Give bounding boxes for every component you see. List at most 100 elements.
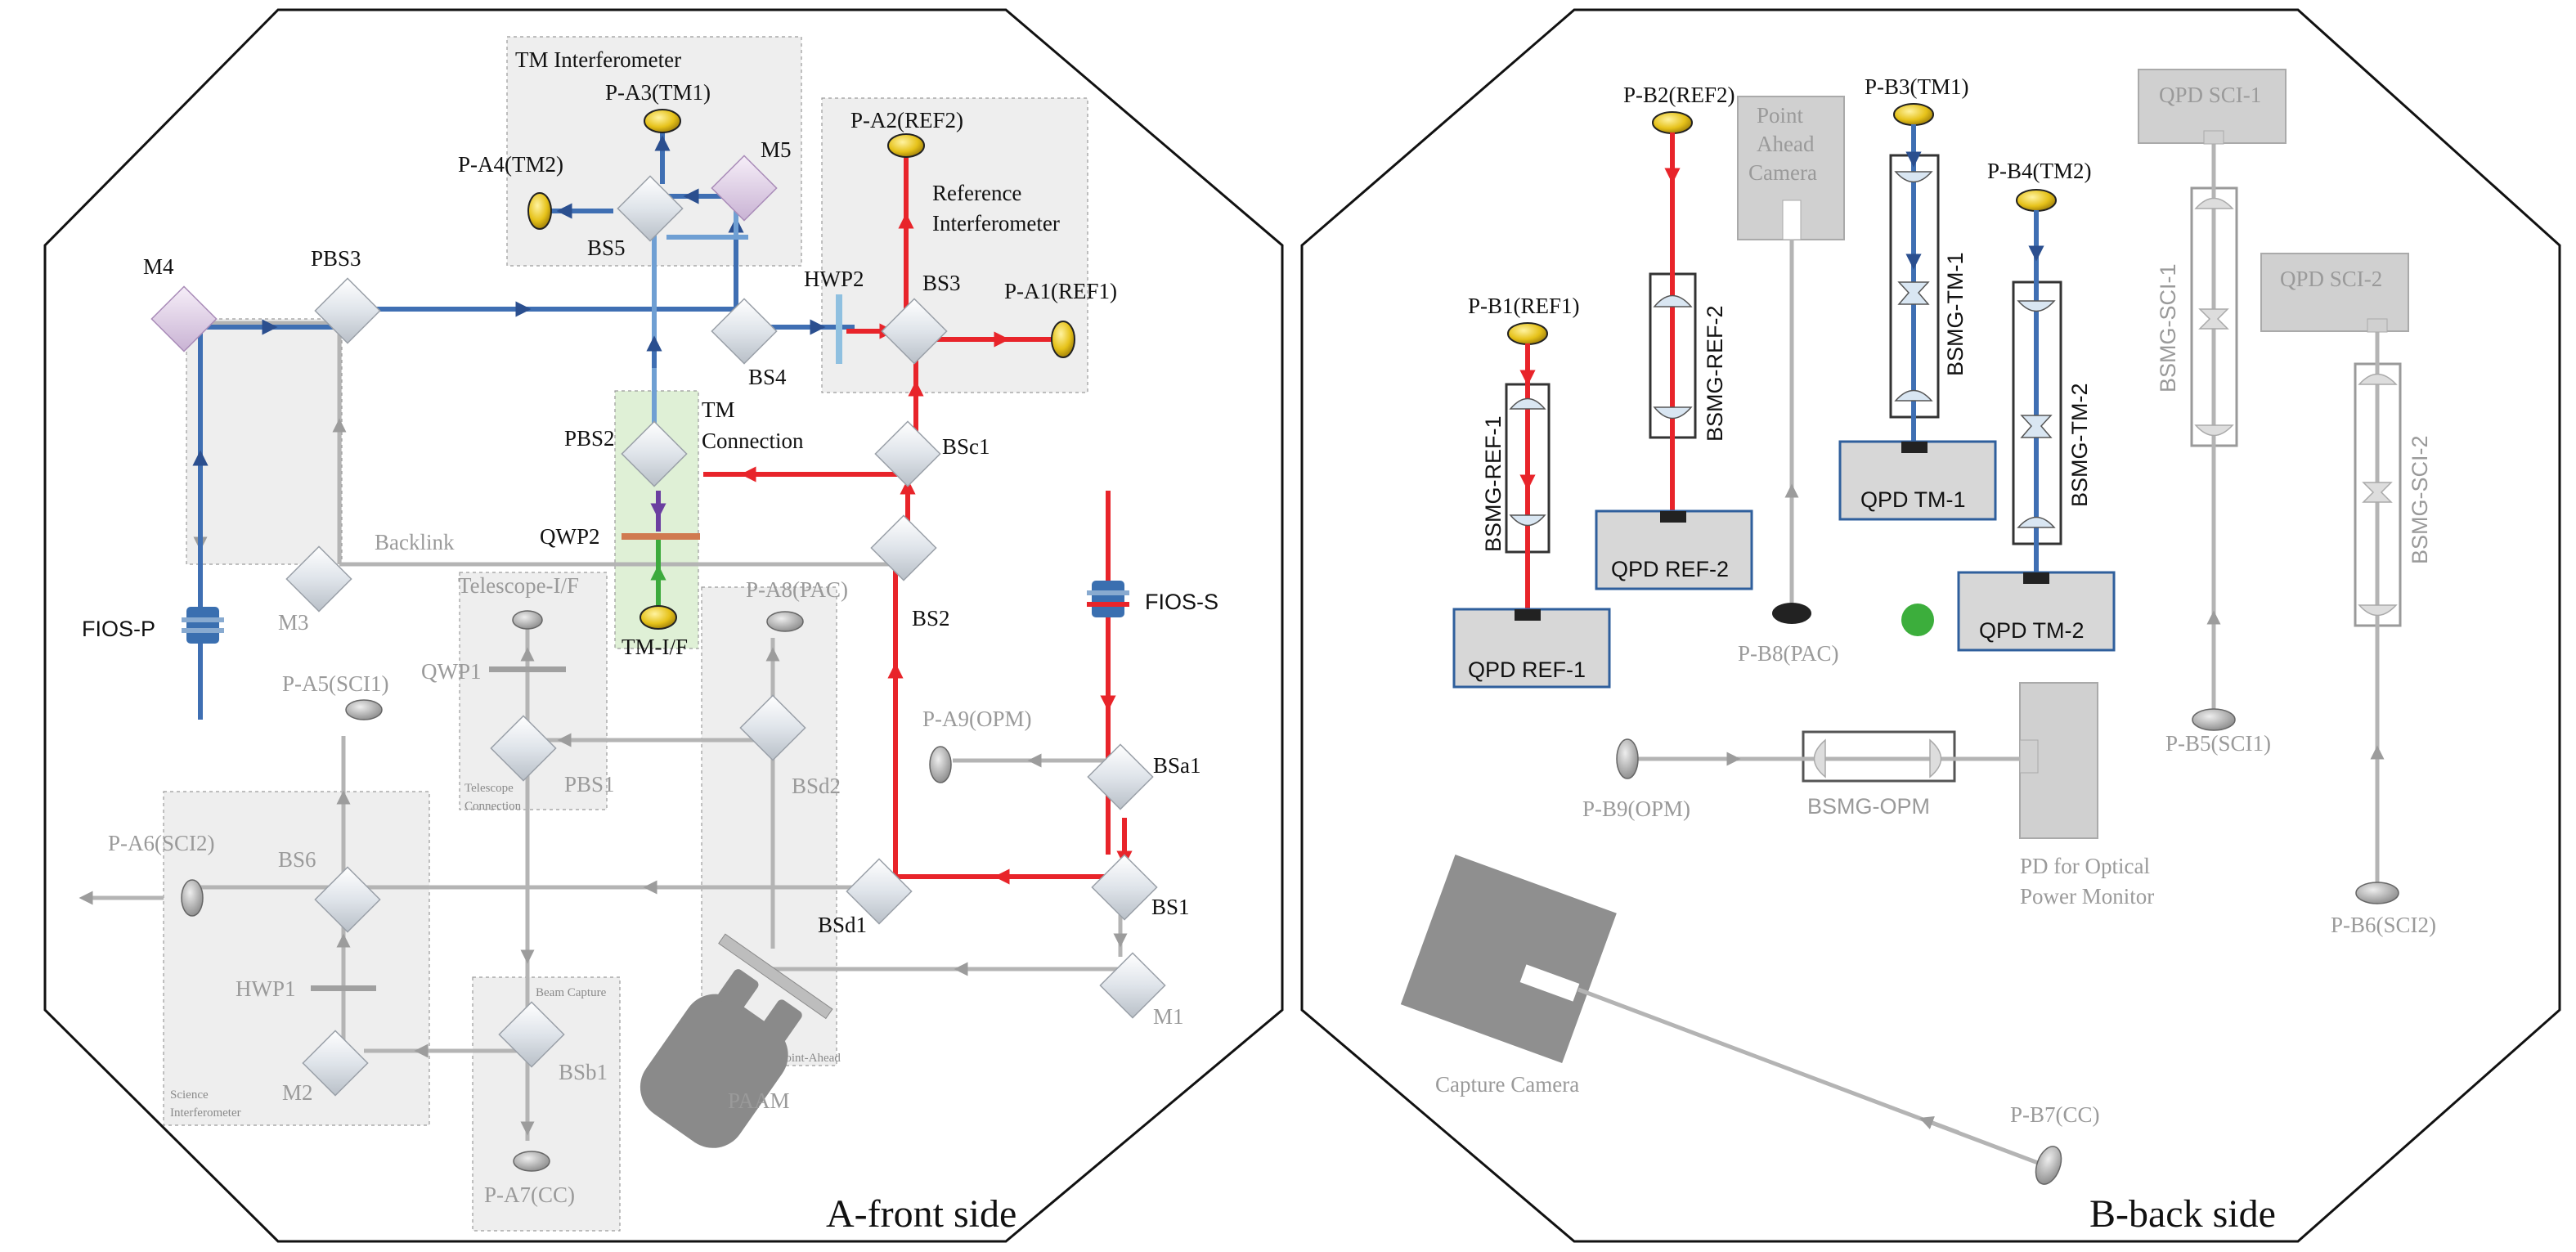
qpd-tm1-label: QPD TM-1: [1860, 487, 1966, 512]
pb5-photodiode: [2192, 708, 2236, 731]
tm1-lens-top: [1894, 171, 1933, 183]
fios-s-label: FIOS-S: [1145, 590, 1218, 614]
bsmg-opm-label: BSMG-OPM: [1807, 794, 1930, 819]
qpd-sci2-box: [2260, 253, 2409, 332]
pb3-photodiode: [1893, 103, 1934, 126]
pa7-photodiode: [513, 1151, 550, 1172]
backlink-zone: [186, 318, 343, 565]
m3-label: M3: [278, 610, 309, 635]
pb1-photodiode: [1507, 322, 1548, 345]
pb6-label: P-B6(SCI2): [2331, 913, 2436, 937]
pb2-photodiode: [1652, 111, 1693, 134]
ref2-lens-top: [1653, 294, 1693, 307]
tm-connection-label-2: Connection: [702, 429, 804, 453]
m4-mirror: [150, 285, 218, 352]
bsmg-sci2-label: BSMG-SCI-2: [2408, 435, 2432, 564]
bsd1-splitter: [846, 858, 913, 925]
opm-lens-left: [1813, 738, 1826, 779]
fios-p-fiber: [182, 607, 224, 644]
tm-if-photodiode: [640, 605, 677, 630]
pa1-photodiode: [1051, 321, 1075, 358]
pa8-photodiode: [766, 611, 804, 632]
tm1-lens-bottom: [1894, 389, 1933, 402]
pb7-label: P-B7(CC): [2010, 1102, 2100, 1127]
pb3-label: P-B3(TM1): [1865, 74, 1969, 99]
pa9-label: P-A9(OPM): [922, 707, 1032, 731]
m5-mirror: [711, 155, 778, 222]
capture-camera-label: Capture Camera: [1435, 1072, 1579, 1097]
qpd-ref1-sensor: [1515, 609, 1541, 621]
pbs2-label: PBS2: [564, 426, 615, 451]
qwp1-waveplate: [489, 666, 566, 672]
pa3-label: P-A3(TM1): [605, 80, 711, 105]
hwp2-label: HWP2: [804, 267, 864, 291]
pb9-photodiode: [1616, 738, 1639, 779]
point-ahead-camera-label-3: Camera: [1748, 160, 1817, 185]
telescope-connection-label-2: Connection: [464, 800, 522, 813]
reference-label-1: Reference: [932, 181, 1021, 205]
sci2-lens-bottom: [2358, 604, 2398, 617]
front-panel-title: A-front side: [826, 1192, 1016, 1236]
qpd-tm1-sensor: [1901, 442, 1928, 453]
m1-mirror: [1099, 952, 1166, 1019]
bs3-label: BS3: [922, 271, 961, 295]
pd-opm-port: [2019, 739, 2039, 774]
bsmg-tm1-label: BSMG-TM-1: [1943, 253, 1968, 377]
bsmg-opm-box: [1802, 730, 1956, 783]
qwp1-label: QWP1: [421, 659, 482, 684]
sci1-lens-top: [2194, 197, 2234, 209]
science-interferometer-label-2: Interferometer: [170, 1106, 241, 1120]
qpd-ref2-sensor: [1660, 511, 1686, 523]
hwp1-waveplate: [311, 985, 376, 991]
ref1-lens-bottom: [1509, 514, 1546, 527]
bsa1-label: BSa1: [1153, 753, 1201, 778]
bs1-splitter: [1091, 854, 1158, 921]
qpd-ref2-label: QPD REF-2: [1611, 557, 1729, 581]
science-interferometer-label-1: Science: [170, 1088, 209, 1102]
pa6-label: P-A6(SCI2): [108, 831, 215, 855]
sci1-lens-mid: [2198, 308, 2229, 330]
bs3-splitter: [881, 298, 948, 365]
ref2-lens-bottom: [1653, 406, 1693, 420]
pa3-photodiode: [644, 109, 681, 133]
bsb1-label: BSb1: [559, 1060, 608, 1084]
pb6-photodiode: [2355, 882, 2399, 904]
pb5-label: P-B5(SCI1): [2165, 731, 2271, 756]
hwp1-label: HWP1: [236, 976, 296, 1001]
backlink-label: Backlink: [375, 530, 455, 554]
reference-interferometer-zone: [821, 97, 1088, 393]
capture-camera-port: [1519, 963, 1581, 1003]
qpd-sci2-label: QPD SCI-2: [2280, 267, 2382, 291]
qpd-tm2-box: [1957, 571, 2116, 652]
telescope-photodiode: [512, 610, 543, 630]
pa7-label: P-A7(CC): [484, 1182, 575, 1207]
bsd1-label: BSd1: [818, 913, 867, 937]
pa8-label: P-A8(PAC): [746, 577, 848, 602]
bsmg-ref2-label: BSMG-REF-2: [1703, 305, 1727, 442]
pa2-photodiode: [887, 133, 925, 158]
bsd2-label: BSd2: [792, 774, 841, 798]
bsc1-label: BSc1: [942, 434, 990, 459]
point-ahead-camera-port: [1782, 200, 1802, 240]
bs4-label: BS4: [748, 365, 787, 389]
pb2-label: P-B2(REF2): [1623, 83, 1735, 107]
bsc1-splitter: [874, 420, 941, 487]
tm-interferometer-label: TM Interferometer: [515, 47, 681, 72]
bs1-label: BS1: [1151, 895, 1190, 919]
status-dot-green: [1901, 604, 1934, 636]
ref1-lens-top: [1509, 397, 1546, 410]
tm2-lens-mid: [2020, 415, 2053, 438]
qwp2-label: QWP2: [540, 524, 600, 549]
pa2-label: P-A2(REF2): [850, 108, 963, 132]
back-panel-title: B-back side: [2089, 1192, 2276, 1236]
pb8-label: P-B8(PAC): [1738, 641, 1839, 666]
pd-opm-label-2: Power Monitor: [2020, 884, 2154, 909]
m3-mirror: [285, 545, 352, 613]
point-ahead-camera-label-1: Point: [1757, 103, 1804, 128]
pa4-label: P-A4(TM2): [458, 152, 563, 177]
m2-label: M2: [282, 1080, 313, 1105]
qpd-tm2-sensor: [2023, 572, 2049, 584]
qpd-ref1-box: [1452, 608, 1611, 689]
qpd-sci1-port: [2203, 130, 2224, 145]
